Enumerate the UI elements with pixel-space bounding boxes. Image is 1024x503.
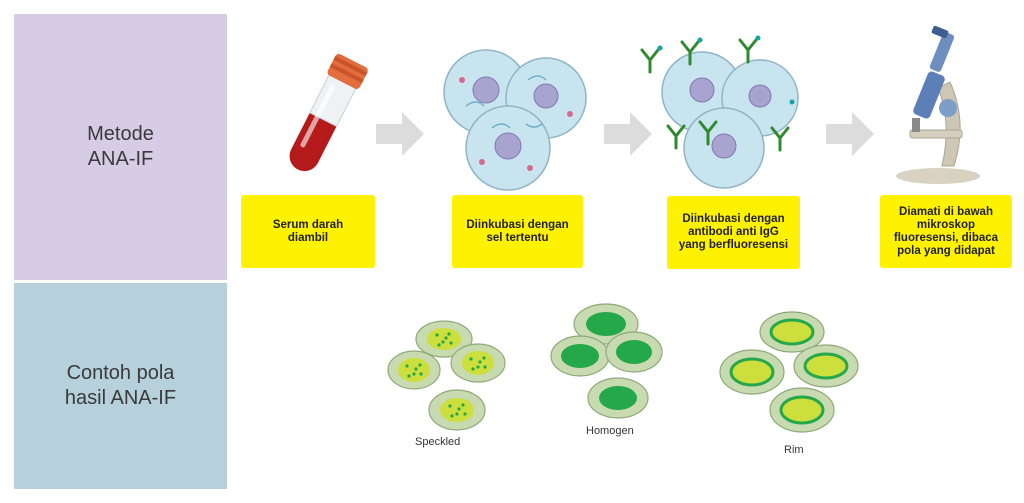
step-box-4: Diamati di bawah mikroskop fluoresensi, …: [880, 195, 1012, 268]
antibody-cells-icon: [640, 35, 799, 189]
step-3-line-2: antibodi anti IgG: [688, 226, 779, 238]
method-label-line-2: ANA-IF: [87, 148, 154, 170]
method-panel: Metode ANA-IF: [14, 14, 227, 280]
arrow-right-icon: [604, 112, 652, 156]
step-4-line-1: Diamati di bawah: [899, 205, 993, 218]
step-1-line-2: diambil: [287, 231, 329, 244]
step-3-line-1: Diinkubasi dengan: [682, 213, 785, 225]
step-4-line-3: fluoresensi, dibaca: [893, 231, 999, 244]
step-1-line-1: Serum darah: [272, 218, 344, 231]
arrow-right-icon: [376, 112, 424, 156]
examples-panel: Contoh pola hasil ANA-IF: [14, 283, 227, 489]
test-tube-icon: [289, 53, 368, 172]
pattern-label-homogen: Homogen: [586, 425, 634, 437]
pattern-label-rim: Rim: [784, 444, 804, 456]
step-box-2: Diinkubasi dengan sel tertentu: [452, 195, 583, 268]
step-4-line-2: mikroskop: [916, 218, 976, 231]
microscope-icon: [896, 25, 980, 184]
arrow-right-icon: [826, 112, 874, 156]
step-3-line-3: yang berfluoresensi: [678, 239, 789, 251]
examples-label-line-2: hasil ANA-IF: [64, 387, 177, 409]
cells-icon: [443, 49, 587, 191]
step-box-1: Serum darah diambil: [241, 195, 375, 268]
rim-cells-icon: [719, 311, 859, 433]
pattern-label-speckled: Speckled: [415, 436, 461, 448]
step-2-line-2: sel tertentu: [486, 231, 549, 244]
step-box-3: Diinkubasi dengan antibodi anti IgG yang…: [667, 196, 800, 269]
step-2-line-1: Diinkubasi dengan: [466, 218, 569, 231]
examples-label-line-1: Contoh pola: [66, 362, 175, 384]
homogen-cells-icon: [550, 303, 663, 419]
step-4-line-4: pola yang didapat: [897, 244, 995, 257]
method-label-line-1: Metode: [87, 123, 154, 145]
speckled-cells-icon: [387, 320, 506, 431]
